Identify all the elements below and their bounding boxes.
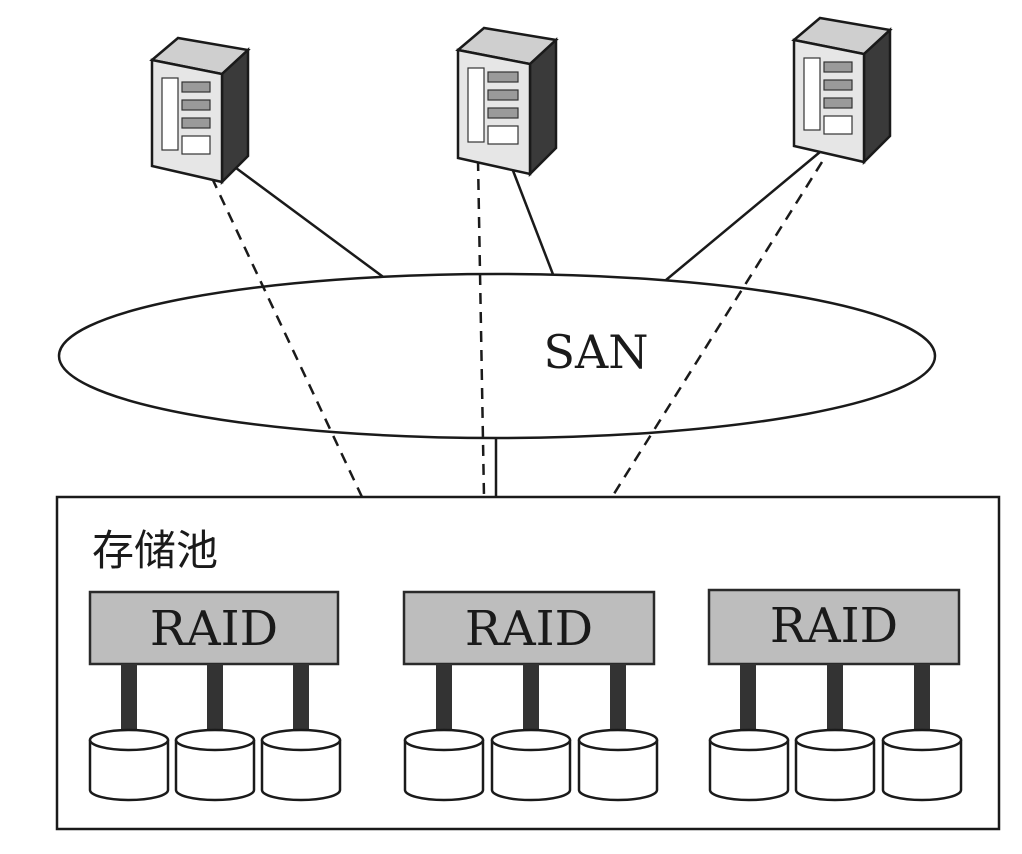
link-server2-san — [510, 167, 556, 278]
raid-connector — [914, 664, 930, 734]
raid-connector — [207, 664, 223, 734]
raid-controller — [88, 590, 340, 666]
link-server1-san — [235, 166, 391, 284]
storage-pool-box — [55, 495, 1001, 831]
san-label: SAN — [544, 325, 649, 379]
raid-connector — [523, 664, 539, 734]
disk-icon — [708, 728, 790, 802]
raid-connector — [293, 664, 309, 734]
virtual-link-server3-pool — [610, 161, 824, 498]
raid-label: RAID — [465, 601, 593, 657]
disk-icon — [490, 728, 572, 802]
dashed-links — [210, 159, 824, 498]
link-server3-san — [665, 151, 821, 281]
disk-icon — [260, 728, 342, 802]
storage-pool-label: 存储池 — [92, 526, 218, 575]
raid-controller — [402, 590, 656, 666]
disk-icon — [577, 728, 659, 802]
disk-icon — [881, 728, 963, 802]
disk-icon — [794, 728, 876, 802]
raid-connector — [740, 664, 756, 734]
raid-controller — [707, 588, 961, 666]
disk-icon — [403, 728, 485, 802]
raid-connector — [827, 664, 843, 734]
raid-group-3: RAID — [707, 588, 963, 802]
server-icon — [455, 26, 559, 178]
raid-connector — [436, 664, 452, 734]
raid-label: RAID — [150, 601, 278, 657]
raid-connector — [610, 664, 626, 734]
raid-connector — [121, 664, 137, 734]
server-3 — [791, 16, 893, 166]
server-icon — [149, 36, 251, 186]
virtual-link-server1-pool — [210, 177, 364, 498]
raid-label: RAID — [770, 598, 898, 654]
solid-links — [235, 151, 821, 497]
disk-icon — [88, 728, 170, 802]
server-2 — [455, 26, 559, 178]
server-1 — [149, 36, 251, 186]
disk-icon — [174, 728, 256, 802]
raid-group-2: RAID — [402, 590, 659, 802]
raid-group-1: RAID — [88, 590, 342, 802]
san-network — [57, 272, 937, 440]
server-icon — [791, 16, 893, 166]
